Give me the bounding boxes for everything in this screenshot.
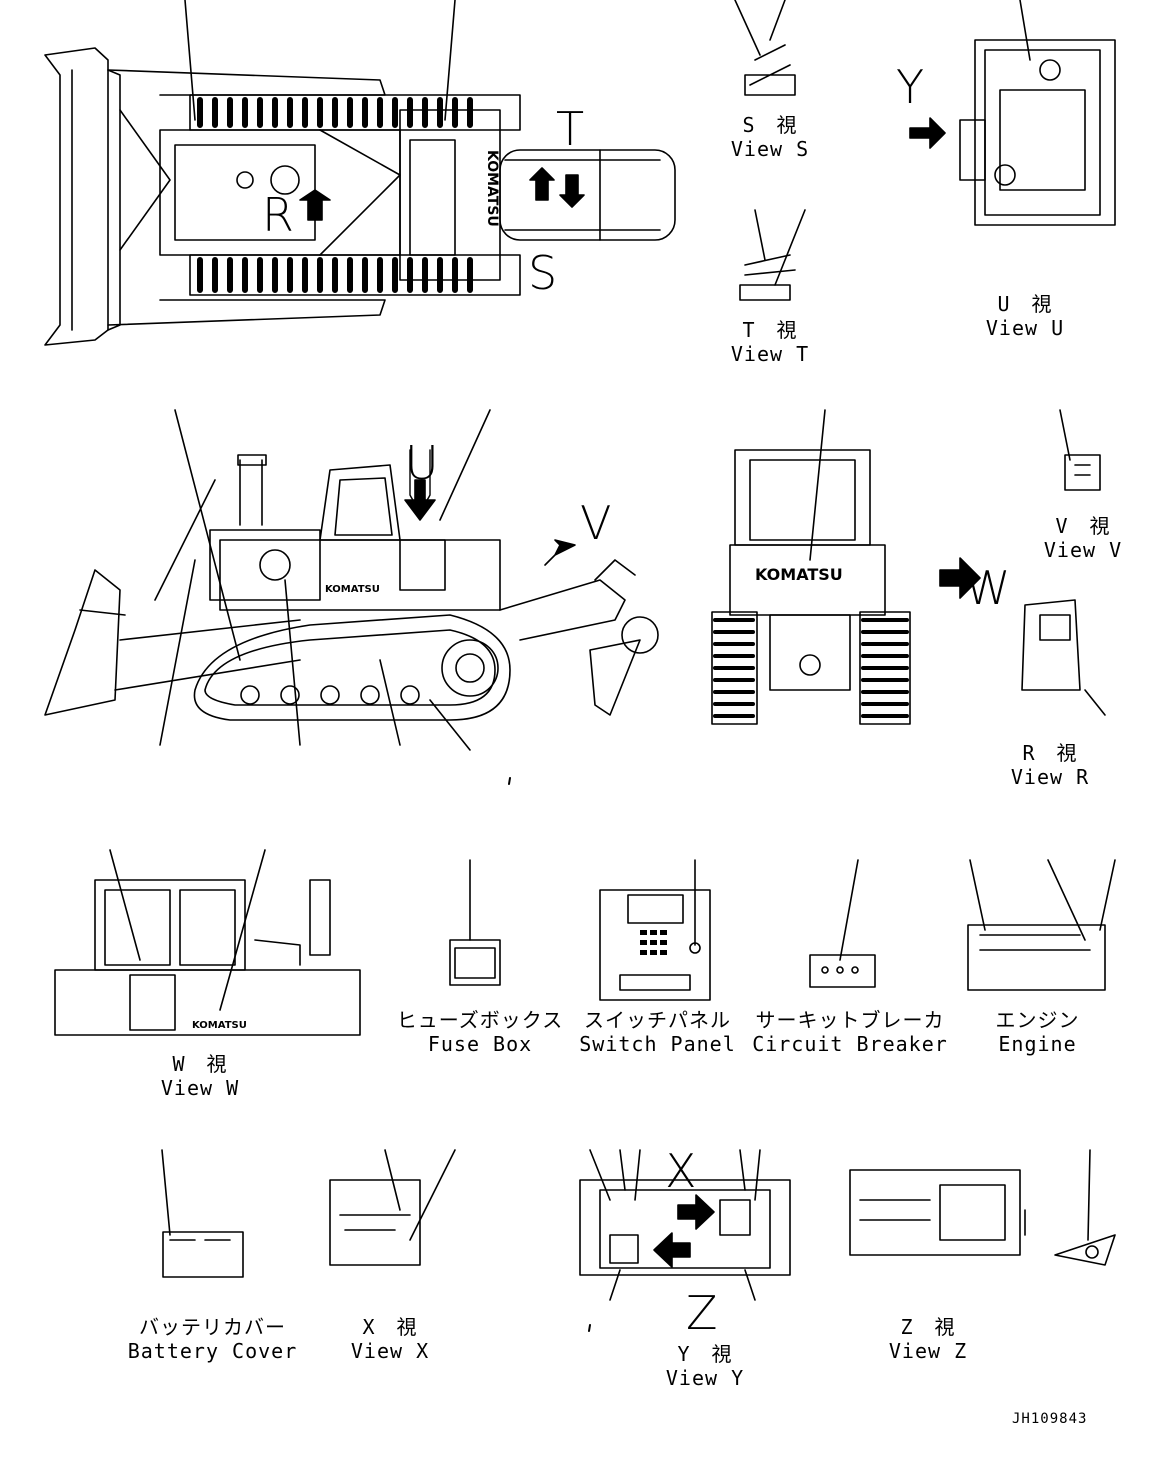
view-t-detail — [739, 209, 806, 301]
brand-top: KOMATSU — [484, 150, 500, 227]
marker-u: U — [405, 436, 439, 490]
battery-cover-detail — [161, 1149, 244, 1278]
brand-w: KOMATSU — [192, 1020, 247, 1031]
view-x-detail — [329, 1149, 456, 1266]
view-y-detail — [579, 1149, 791, 1301]
fuse-box-detail — [449, 859, 501, 986]
marker-r: R — [262, 188, 294, 242]
dozer-top-view: KOMATSU — [44, 0, 676, 346]
engine-detail — [967, 859, 1116, 991]
marker-s: S — [528, 246, 558, 300]
marker-y: Y — [896, 60, 925, 114]
view-v-detail — [1059, 409, 1101, 491]
marker-x: X — [665, 1144, 697, 1198]
view-r-detail — [1021, 599, 1106, 716]
view-s-detail — [734, 0, 796, 96]
marker-w: W — [965, 561, 1011, 615]
marker-t: T — [556, 102, 585, 156]
switch-panel-detail — [599, 859, 711, 1001]
brand-rear: KOMATSU — [755, 565, 843, 584]
view-z-detail — [849, 1149, 1116, 1266]
brand-side: KOMATSU — [325, 584, 380, 595]
marker-z: Z — [686, 1286, 718, 1340]
dozer-rear-view: KOMATSU — [711, 409, 981, 725]
view-w-detail: KOMATSU — [54, 849, 361, 1036]
dozer-side-view: KOMATSU — [44, 409, 659, 751]
drawing-code: JH109843 — [1012, 1411, 1088, 1427]
marker-v: V — [580, 496, 612, 550]
view-u-detail — [909, 0, 1116, 226]
circuit-breaker-detail — [809, 859, 876, 988]
